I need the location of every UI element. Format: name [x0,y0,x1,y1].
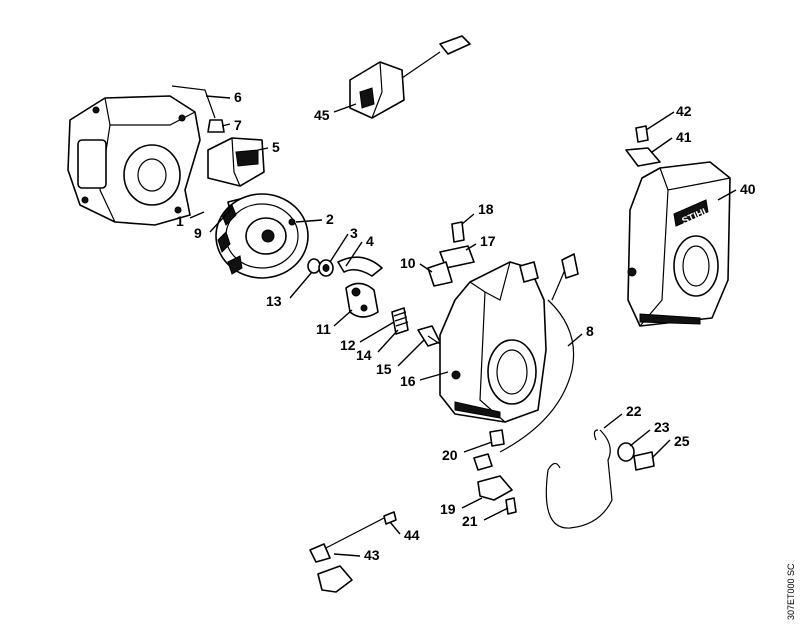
callout-8: 8 [586,323,594,339]
callout-14: 14 [356,347,372,363]
callout-45: 45 [314,107,330,123]
crankcase [67,95,201,226]
callout-19: 19 [440,501,456,517]
screw-20 [489,429,505,447]
callout-13: 13 [266,293,282,309]
callout-5: 5 [272,139,280,155]
callout-22: 22 [626,403,642,419]
ignition-lead [349,35,471,119]
callout-12: 12 [340,337,356,353]
callout-15: 15 [376,361,392,377]
bracket-41 [625,147,661,167]
callouts: 6 7 5 1 9 2 3 4 13 11 12 14 15 16 18 17 … [176,89,756,563]
spring-14 [391,307,409,335]
handle-22 [545,429,613,529]
callout-2: 2 [326,211,334,227]
screw-21 [505,497,517,515]
callout-43: 43 [364,547,380,563]
contact-43 [309,543,331,563]
callout-4: 4 [366,233,374,249]
wire-44 [321,517,385,551]
part-19 [477,475,513,501]
callout-1: 1 [176,213,184,229]
callout-42: 42 [676,103,692,119]
leader-lines [189,95,737,557]
fan-housing [439,261,547,423]
flywheel [215,193,309,279]
pipe-6 [171,85,216,119]
drawing-code: 307ET000 SC [786,563,796,620]
callout-16: 16 [400,373,416,389]
part-10 [427,261,453,287]
ignition-module [207,137,265,187]
callout-20: 20 [442,447,458,463]
screw-18 [451,221,465,243]
callout-11: 11 [316,321,331,337]
callout-17: 17 [480,233,496,249]
grommet-7 [207,119,225,133]
callout-40: 40 [740,181,756,197]
callout-10: 10 [400,255,416,271]
shroud: STIHL [627,161,731,327]
callout-44: 44 [404,527,420,543]
washer-23 [617,442,635,462]
callout-23: 23 [654,419,670,435]
washer-13 [307,258,321,274]
callout-9: 9 [194,225,202,241]
screw-25 [633,451,655,471]
pawl-4 [337,256,383,277]
callout-25: 25 [674,433,690,449]
cable-8 [499,299,575,453]
callout-3: 3 [350,225,358,241]
callout-18: 18 [478,201,494,217]
callout-41: 41 [676,129,692,145]
callout-7: 7 [234,117,242,133]
callout-6: 6 [234,89,242,105]
screw-42 [635,125,649,143]
callout-21: 21 [462,513,478,529]
